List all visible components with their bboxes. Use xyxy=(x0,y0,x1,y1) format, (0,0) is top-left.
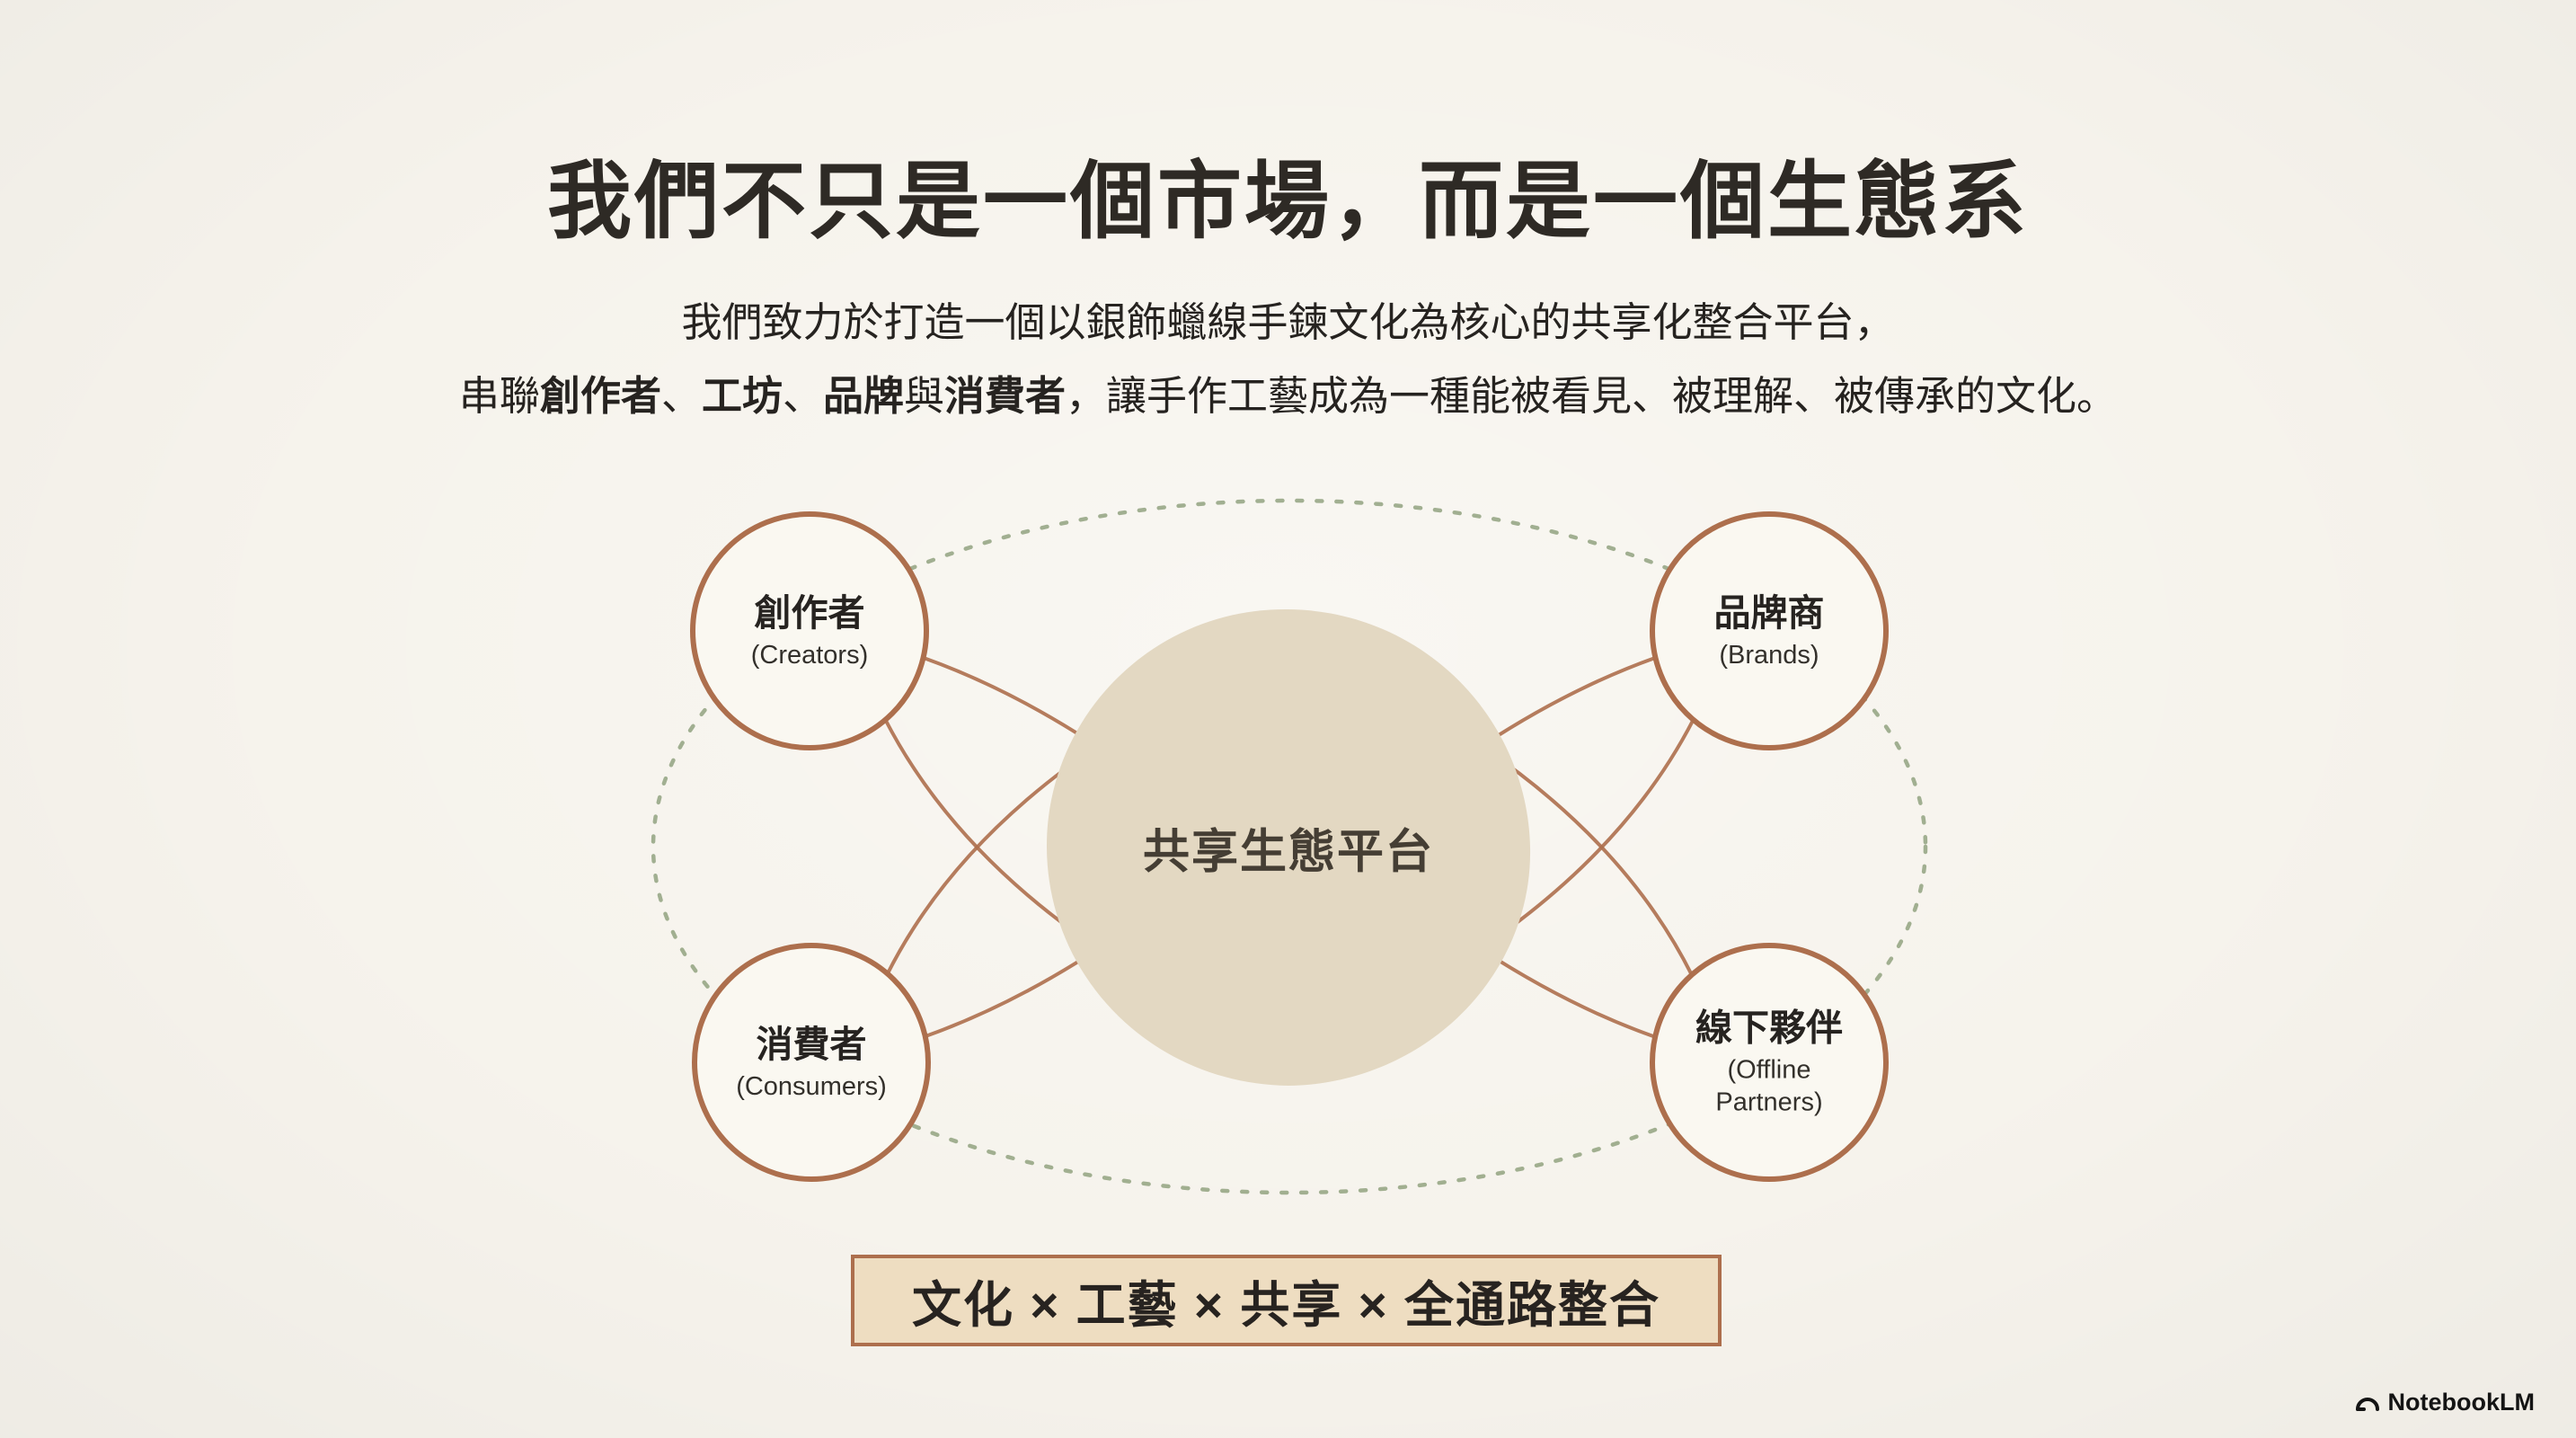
node-circle-creators xyxy=(690,511,929,750)
page-title: 我們不只是一個市場，而是一個生態系 xyxy=(546,154,2029,248)
subtitle: 我們致力於打造一個以銀飾蠟線手鍊文化為核心的共享化整合平台， 串聯創作者、工坊、… xyxy=(0,286,2576,433)
node-en: (Creators) xyxy=(750,640,869,670)
node-label-offline-partners: 線下夥伴 (Offline Partners) xyxy=(1679,1006,1859,1120)
platform-blob xyxy=(1046,608,1531,1086)
node-en: (Consumers) xyxy=(736,1071,887,1101)
node-circle-consumers xyxy=(692,943,931,1182)
node-en: (Brands) xyxy=(1719,640,1819,670)
node-label-consumers: 消費者 (Consumers) xyxy=(705,1022,917,1103)
node-zh: 品牌商 xyxy=(1713,591,1825,634)
value-banner-text: 文化 × 工藝 × 共享 × 全通路整合 xyxy=(911,1277,1661,1333)
node-circle-brands xyxy=(1650,511,1889,750)
node-label-brands: 品牌商 (Brands) xyxy=(1663,590,1875,671)
node-zh: 消費者 xyxy=(756,1023,867,1065)
notebooklm-logo-icon xyxy=(2354,1392,2381,1414)
node-circle-offline-partners xyxy=(1650,943,1889,1182)
orbit-ellipse-dashed xyxy=(651,498,1928,1195)
notebooklm-watermark: NotebookLM xyxy=(2354,1389,2535,1416)
subtitle-line-2: 串聯創作者、工坊、品牌與消費者，讓手作工藝成為一種能被看見、被理解、被傳承的文化… xyxy=(458,372,2118,419)
notebooklm-label: NotebookLM xyxy=(2387,1389,2535,1416)
value-banner: 文化 × 工藝 × 共享 × 全通路整合 xyxy=(851,1255,1722,1346)
platform-label: 共享生態平台 xyxy=(1142,826,1435,879)
subtitle-line-1: 我們致力於打造一個以銀飾蠟線手鍊文化為核心的共享化整合平台， xyxy=(681,299,1895,345)
node-en: (Offline Partners) xyxy=(1715,1055,1823,1118)
node-zh: 線下夥伴 xyxy=(1695,1007,1843,1049)
node-zh: 創作者 xyxy=(754,591,865,634)
node-label-creators: 創作者 (Creators) xyxy=(704,590,916,671)
